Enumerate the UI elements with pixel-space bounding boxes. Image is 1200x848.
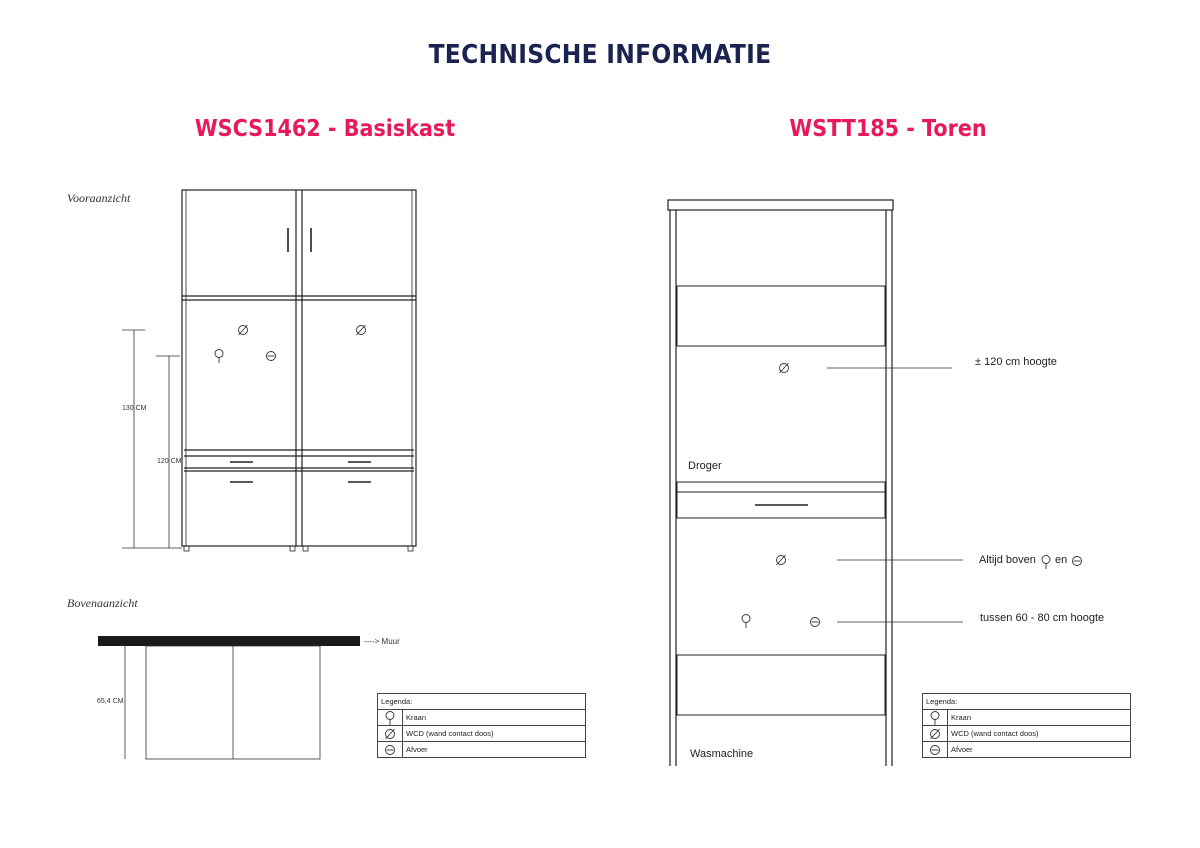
- legend-label: Kraan: [402, 709, 586, 726]
- legend-row: WCD (wand contact doos): [922, 725, 1131, 742]
- range-note: tussen 60 - 80 cm hoogte: [980, 612, 1105, 624]
- toren-title: WSTT185 - Toren: [789, 116, 987, 142]
- faucet-icon: [385, 710, 395, 725]
- leader-lines: [827, 367, 963, 623]
- legend-table-right: Legenda: Kraan WCD (wand contact doos) A…: [922, 693, 1131, 758]
- legend-label: WCD (wand contact doos): [402, 725, 586, 742]
- above-note: Altijd boven: [979, 554, 1036, 566]
- wall-label: ----> Muur: [364, 637, 400, 646]
- outlet-icon: [238, 324, 248, 336]
- legend-row: Kraan: [922, 709, 1131, 726]
- outlet-icon: [776, 554, 786, 566]
- outlet-icon: [356, 324, 366, 336]
- legend-row: WCD (wand contact doos): [377, 725, 586, 742]
- drain-icon: [266, 351, 276, 361]
- outlet-icon: [385, 728, 395, 739]
- basiskast-front-view: [181, 189, 417, 552]
- toren-front-view: [667, 199, 894, 766]
- faucet-icon: [741, 614, 751, 629]
- legend-header: Legenda:: [922, 693, 1131, 710]
- above-note-and: en: [1055, 554, 1068, 566]
- legend-row: Afvoer: [922, 741, 1131, 758]
- dimension-120-label: 120 CM: [157, 458, 182, 465]
- drain-icon: [810, 617, 820, 627]
- drain-icon: [385, 744, 395, 755]
- legend-header: Legenda:: [377, 693, 586, 710]
- legend-label: Afvoer: [947, 741, 1131, 758]
- page-title: TECHNISCHE INFORMATIE: [428, 40, 772, 70]
- legend-label: Afvoer: [402, 741, 586, 758]
- dimension-65-label: 65,4 CM: [97, 698, 124, 705]
- washer-label: Wasmachine: [690, 748, 754, 760]
- drain-icon: [930, 744, 940, 755]
- dryer-label: Droger: [688, 460, 722, 472]
- top-view-label: Bovenaanzicht: [67, 596, 138, 610]
- cabinet-outline: [181, 189, 417, 547]
- faucet-icon: [1041, 555, 1051, 570]
- dimension-lines: [122, 329, 182, 549]
- faucet-icon: [930, 710, 940, 725]
- height-note: ± 120 cm hoogte: [975, 356, 1057, 368]
- wall-bar: [98, 636, 360, 646]
- legend-row: Kraan: [377, 709, 586, 726]
- legend-table-left: Legenda: Kraan WCD (wand contact doos) A…: [377, 693, 586, 758]
- faucet-icon: [214, 349, 224, 364]
- legend-row: Afvoer: [377, 741, 586, 758]
- legend-label: WCD (wand contact doos): [947, 725, 1131, 742]
- outlet-icon: [779, 362, 789, 374]
- basiskast-title: WSCS1462 - Basiskast: [194, 116, 456, 142]
- legend-label: Kraan: [947, 709, 1131, 726]
- outlet-icon: [930, 728, 940, 739]
- dimension-130-label: 130 CM: [122, 405, 147, 412]
- basiskast-top-view: [98, 636, 360, 760]
- front-view-label: Vooraanzicht: [67, 191, 131, 205]
- drain-icon: [1072, 556, 1082, 566]
